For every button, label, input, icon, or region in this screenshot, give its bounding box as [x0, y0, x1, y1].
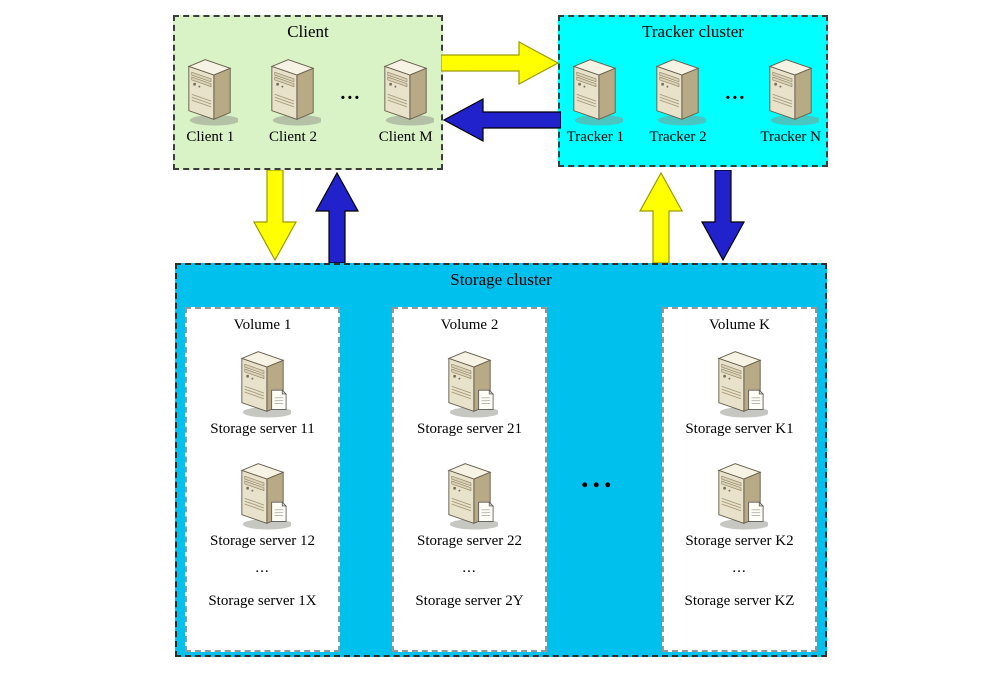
server-tower-icon — [573, 59, 624, 127]
tracker-server-1: Tracker 1 — [560, 52, 631, 146]
client-cluster-box: Client Client 1 Client 2 ... Client M — [173, 15, 443, 170]
storage-server-k2-label: Storage server K2 — [685, 533, 794, 549]
storage-server-kz-label: Storage server KZ — [684, 593, 795, 609]
volume-1-ellipsis: ... — [255, 560, 270, 576]
client-server-m-label: Client M — [378, 129, 433, 145]
arrow-client-to-storage — [251, 170, 299, 263]
storage-server-icon — [235, 344, 291, 419]
volume-1-box: Volume 1 Storage server 11 Storage serve… — [185, 307, 340, 652]
volume-1-title: Volume 1 — [233, 317, 292, 333]
tracker-cluster-box: Tracker cluster Tracker 1 Tracker 2 ... … — [558, 15, 828, 167]
storage-server-22-label: Storage server 22 — [417, 533, 522, 549]
storage-server-icon — [712, 456, 768, 531]
volume-2-box: Volume 2 Storage server 21 Storage serve… — [392, 307, 547, 652]
client-server-1: Client 1 — [175, 52, 246, 146]
storage-server-12: Storage server 12 — [188, 456, 338, 550]
storage-server-k1: Storage server K1 — [665, 344, 815, 438]
arrow-storage-to-tracker — [637, 170, 685, 263]
storage-server-21: Storage server 21 — [395, 344, 545, 438]
tracker-ellipsis: ... — [725, 82, 747, 104]
tracker-servers-row: Tracker 1 Tracker 2 ... Tracker N — [560, 52, 826, 146]
tracker-server-2-label: Tracker 2 — [649, 129, 707, 145]
client-servers-row: Client 1 Client 2 ... Client M — [175, 52, 441, 146]
volume-2-title: Volume 2 — [440, 317, 499, 333]
storage-server-icon — [442, 456, 498, 531]
volume-k-box: Volume K Storage server K1 Storage serve… — [662, 307, 817, 652]
client-server-1-label: Client 1 — [186, 129, 235, 145]
client-ellipsis: ... — [340, 82, 362, 104]
storage-server-11: Storage server 11 — [188, 344, 338, 438]
server-tower-icon — [188, 59, 239, 127]
tracker-server-1-label: Tracker 1 — [566, 129, 625, 145]
server-tower-icon — [656, 59, 706, 127]
server-tower-icon — [769, 59, 819, 127]
storage-server-12-label: Storage server 12 — [210, 533, 315, 549]
tracker-server-n-label: Tracker N — [760, 129, 822, 145]
tracker-server-n: Tracker N — [755, 52, 826, 146]
storage-server-icon — [442, 344, 498, 419]
storage-server-11-label: Storage server 11 — [210, 421, 315, 437]
arrow-client-to-tracker — [441, 39, 561, 87]
storage-volumes-ellipsis: ... — [581, 461, 616, 494]
storage-server-22: Storage server 22 — [395, 456, 545, 550]
tracker-box-title: Tracker cluster — [642, 22, 744, 41]
storage-server-1x-label: Storage server 1X — [208, 593, 317, 609]
client-server-2-label: Client 2 — [269, 129, 317, 145]
storage-box-title: Storage cluster — [450, 270, 552, 289]
volume-k-title: Volume K — [709, 317, 770, 333]
client-box-title: Client — [287, 22, 329, 41]
server-tower-icon — [384, 59, 434, 127]
storage-cluster-box: Storage cluster Volume 1 Storage server … — [175, 263, 827, 657]
client-server-2: Client 2 — [258, 52, 329, 146]
storage-server-k1-label: Storage server K1 — [685, 421, 794, 437]
storage-server-icon — [712, 344, 768, 419]
arrow-tracker-to-storage — [699, 170, 747, 263]
arrow-tracker-to-client — [441, 96, 561, 144]
tracker-server-2: Tracker 2 — [643, 52, 714, 146]
server-tower-icon — [271, 59, 321, 127]
storage-server-21-label: Storage server 21 — [417, 421, 522, 437]
storage-server-icon — [235, 456, 291, 531]
storage-server-k2: Storage server K2 — [665, 456, 815, 550]
client-server-m: Client M — [370, 52, 441, 146]
volume-k-ellipsis: ... — [732, 560, 747, 576]
storage-server-2y-label: Storage server 2Y — [415, 593, 524, 609]
arrow-storage-to-client — [313, 170, 361, 263]
volume-2-ellipsis: ... — [462, 560, 477, 576]
